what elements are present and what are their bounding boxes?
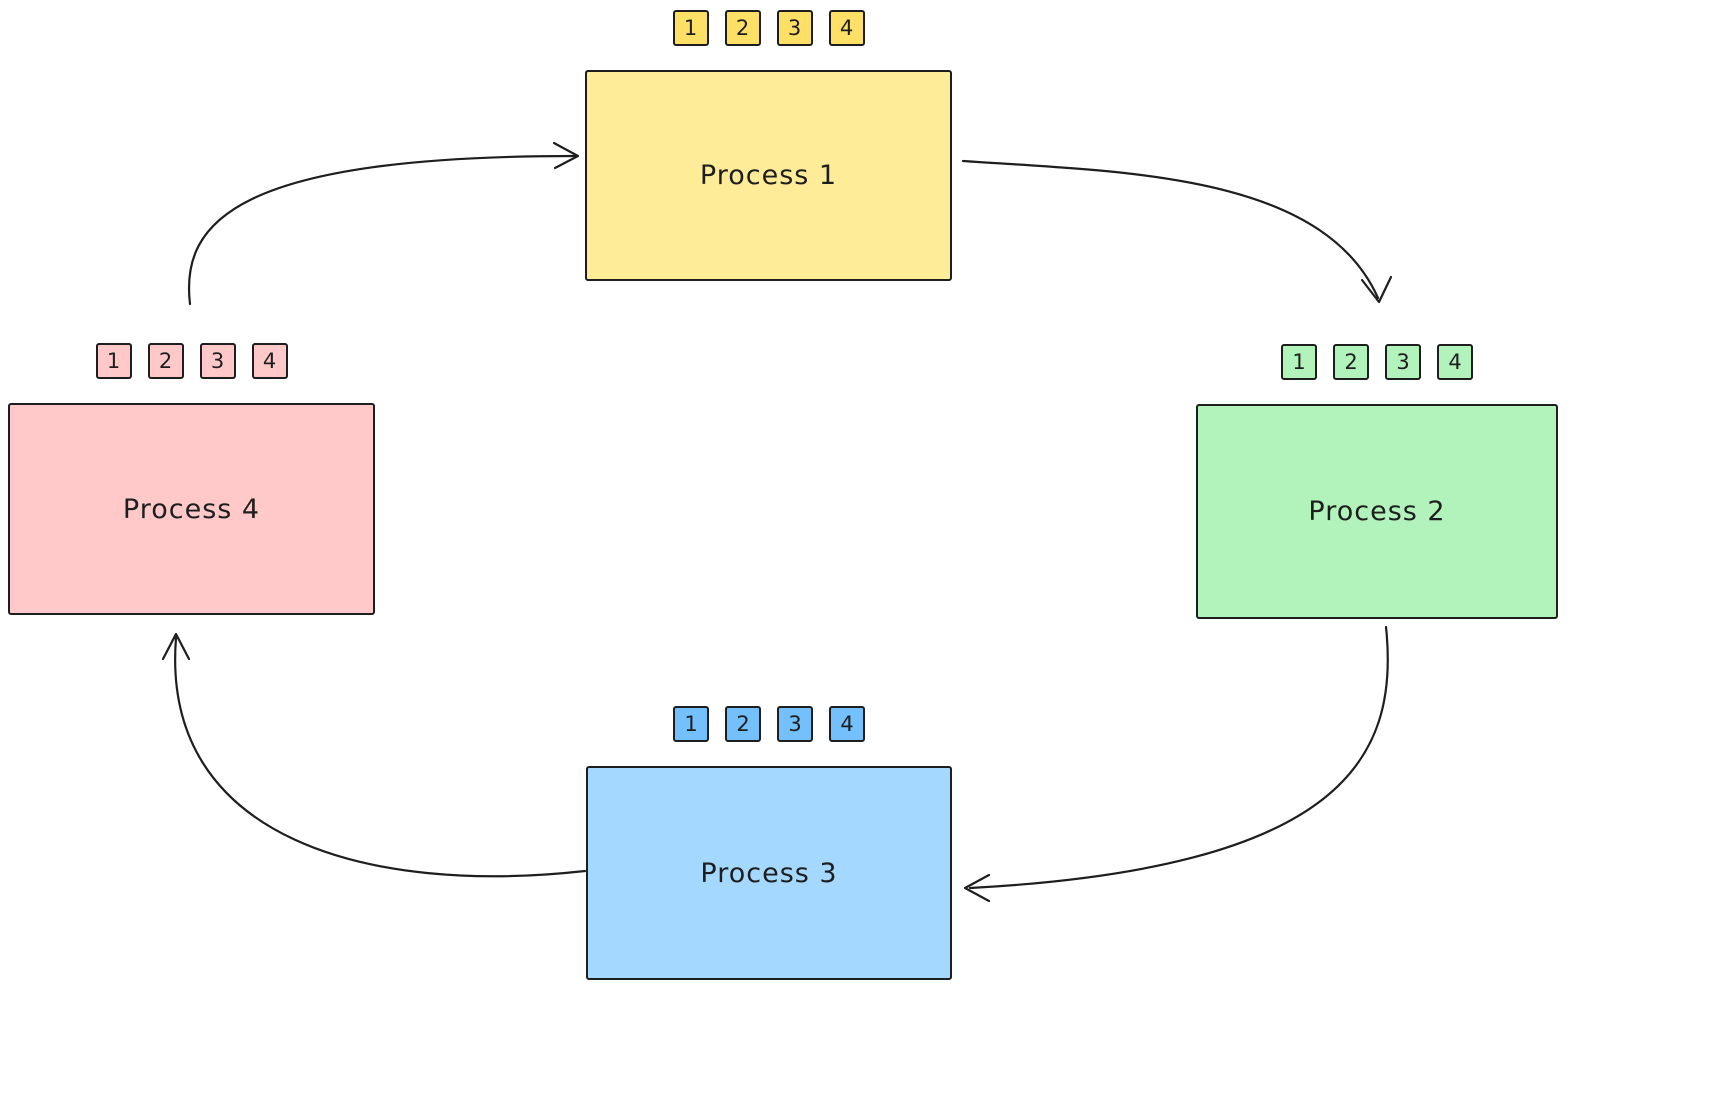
arrow-process1-to-process2 <box>961 159 1393 304</box>
process-2-box: Process 2 <box>1196 404 1558 619</box>
arrow-line <box>968 625 1389 890</box>
process-1-token-3: 3 <box>776 10 813 46</box>
process-1-box: Process 1 <box>585 70 952 281</box>
arrow-line <box>961 159 1380 300</box>
process-2-token-row: 1 2 3 4 <box>1196 344 1558 380</box>
process-4-token-3: 3 <box>199 343 236 379</box>
arrow-line <box>174 636 587 878</box>
process-2-token-1: 1 <box>1281 344 1317 380</box>
process-1-token-4: 4 <box>828 10 865 46</box>
process-2-label: Process 2 <box>1308 496 1446 527</box>
process-3-box: Process 3 <box>586 766 952 980</box>
arrowhead-up-icon <box>161 632 191 661</box>
arrow-process4-to-process1 <box>188 141 580 306</box>
process-4-token-row: 1 2 3 4 <box>8 343 375 379</box>
arrowhead-right-icon <box>552 141 580 170</box>
process-4-token-4: 4 <box>251 343 288 379</box>
process-3-token-2: 2 <box>725 706 761 742</box>
arrow-process2-to-process3 <box>963 625 1389 903</box>
arrowhead-left-icon <box>963 873 991 903</box>
process-2-token-3: 3 <box>1385 344 1421 380</box>
process-1-token-1: 1 <box>672 10 709 46</box>
process-4-group: 1 2 3 4 Process 4 <box>8 343 375 615</box>
arrow-process3-to-process4 <box>161 632 587 878</box>
process-4-label: Process 4 <box>122 493 261 525</box>
process-1-group: 1 2 3 4 Process 1 <box>585 10 952 281</box>
process-1-token-row: 1 2 3 4 <box>585 10 952 46</box>
process-4-token-1: 1 <box>95 343 132 379</box>
process-2-token-2: 2 <box>1333 344 1369 380</box>
process-3-token-4: 4 <box>829 706 865 742</box>
process-2-token-4: 4 <box>1437 344 1473 380</box>
process-3-token-1: 1 <box>673 706 709 742</box>
process-4-token-2: 2 <box>147 343 184 379</box>
process-3-token-3: 3 <box>777 706 813 742</box>
process-3-token-row: 1 2 3 4 <box>586 706 952 742</box>
process-3-label: Process 3 <box>700 857 838 889</box>
process-1-label: Process 1 <box>699 160 838 191</box>
process-2-group: 1 2 3 4 Process 2 <box>1196 344 1558 619</box>
arrow-line <box>188 154 577 306</box>
arrowhead-down-icon <box>1360 275 1393 304</box>
process-4-box: Process 4 <box>8 403 375 615</box>
process-1-token-2: 2 <box>724 10 761 46</box>
process-3-group: 1 2 3 4 Process 3 <box>586 706 952 980</box>
